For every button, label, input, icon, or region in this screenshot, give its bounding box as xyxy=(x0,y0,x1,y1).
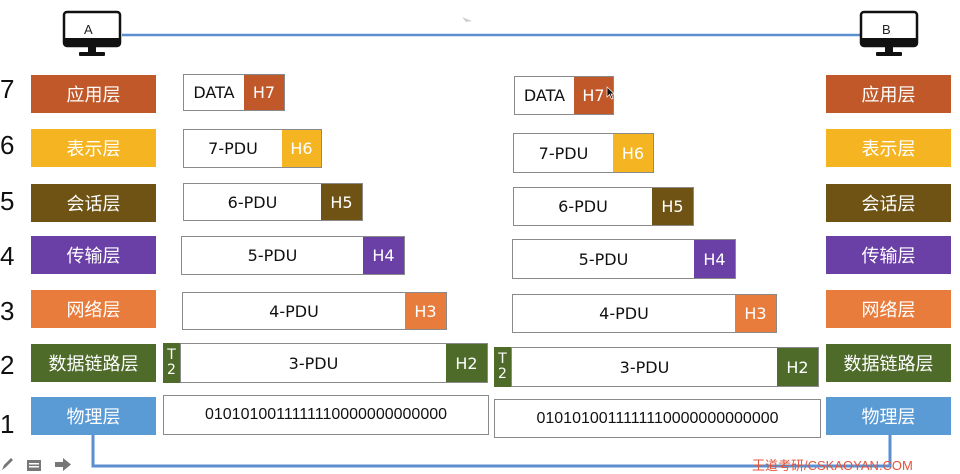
arrow-right-icon[interactable] xyxy=(54,458,72,471)
pdu-body: 5-PDU xyxy=(578,249,629,269)
pdu-body: 7-PDU xyxy=(208,139,258,158)
pdu-body: 4-PDU xyxy=(269,301,319,321)
pdu-header-h6: H6 xyxy=(613,134,653,172)
left-pdu-7: DATA H7 xyxy=(183,74,285,111)
trailer-letter: T xyxy=(167,346,176,363)
computer-icon xyxy=(859,10,919,56)
pdu-header-h2: H2 xyxy=(446,344,487,382)
trailer-digit: 2 xyxy=(498,366,507,382)
pdu-header-h2: H2 xyxy=(777,348,818,386)
pdu-body: DATA xyxy=(193,83,235,102)
left-layer-network: 网络层 xyxy=(31,290,156,328)
left-bitstream: 0101010011111110000000000000 xyxy=(163,395,489,435)
right-pdu-2: 3-PDU H2 xyxy=(511,347,819,387)
right-pdu-3: 4-PDU H3 xyxy=(512,294,777,333)
layer-number-6: 6 xyxy=(0,130,15,160)
layer-number-3: 3 xyxy=(0,296,15,326)
pen-icon[interactable] xyxy=(0,456,14,471)
pdu-body: 5-PDU xyxy=(247,246,298,265)
pdu-header-h5: H5 xyxy=(652,188,693,225)
host-a-label: A xyxy=(84,22,93,37)
right-layer-transport: 传输层 xyxy=(826,236,951,274)
left-pdu-2: 3-PDU H2 xyxy=(180,343,488,383)
right-pdu-6: 7-PDU H6 xyxy=(513,133,654,173)
pdu-body: 3-PDU xyxy=(619,357,670,377)
cursor-mark xyxy=(462,17,472,22)
left-layer-session: 会话层 xyxy=(31,184,156,222)
page-icon[interactable] xyxy=(26,459,42,471)
right-trailer-t2: T 2 xyxy=(494,347,511,387)
host-b-label: B xyxy=(882,22,891,37)
computer-icon xyxy=(62,10,122,56)
host-b: B xyxy=(859,10,919,58)
watermark: 王道考研/CSKAOYAN.COM xyxy=(752,458,913,473)
left-pdu-6: 7-PDU H6 xyxy=(183,129,322,168)
pdu-body: 6-PDU xyxy=(558,197,608,216)
mouse-cursor-icon xyxy=(606,86,616,100)
pdu-body: 3-PDU xyxy=(288,353,339,373)
pdu-header-h5: H5 xyxy=(321,184,362,220)
left-layer-application: 应用层 xyxy=(31,75,156,113)
left-layer-transport: 传输层 xyxy=(31,236,156,274)
pdu-header-h7: H7 xyxy=(574,77,613,114)
pdu-header-h4: H4 xyxy=(694,240,735,278)
right-layer-network: 网络层 xyxy=(826,290,951,328)
left-layer-presentation: 表示层 xyxy=(31,129,156,167)
left-layer-physical: 物理层 xyxy=(31,397,156,435)
right-layer-physical: 物理层 xyxy=(826,397,951,435)
trailer-digit: 2 xyxy=(167,362,176,378)
layer-number-1: 1 xyxy=(0,409,15,439)
right-layer-application: 应用层 xyxy=(826,75,951,113)
pdu-header-h4: H4 xyxy=(363,237,404,274)
pdu-header-h6: H6 xyxy=(282,130,321,167)
right-layer-session: 会话层 xyxy=(826,184,951,222)
layer-number-4: 4 xyxy=(0,241,15,271)
pdu-header-h3: H3 xyxy=(405,293,446,329)
host-a: A xyxy=(62,10,122,58)
pdu-body: 7-PDU xyxy=(538,143,589,163)
pdu-body: 4-PDU xyxy=(599,304,649,323)
right-pdu-4: 5-PDU H4 xyxy=(512,239,736,279)
left-pdu-4: 5-PDU H4 xyxy=(181,236,405,275)
pdu-header-h3: H3 xyxy=(735,295,776,332)
trailer-letter: T xyxy=(498,350,507,367)
right-pdu-7: DATA H7 xyxy=(514,76,614,115)
right-layer-datalink: 数据链路层 xyxy=(826,344,951,382)
right-layer-presentation: 表示层 xyxy=(826,129,951,167)
pdu-body: 6-PDU xyxy=(227,192,278,212)
left-trailer-t2: T 2 xyxy=(163,343,180,383)
layer-number-5: 5 xyxy=(0,186,15,216)
right-bitstream: 0101010011111110000000000000 xyxy=(494,399,821,438)
left-pdu-3: 4-PDU H3 xyxy=(182,292,447,330)
pdu-header-h7: H7 xyxy=(244,75,284,110)
bottom-link-line xyxy=(91,434,892,468)
left-layer-datalink: 数据链路层 xyxy=(31,344,156,382)
layer-number-7: 7 xyxy=(0,74,15,104)
left-pdu-5: 6-PDU H5 xyxy=(183,183,363,221)
right-pdu-5: 6-PDU H5 xyxy=(513,187,694,226)
layer-number-2: 2 xyxy=(0,350,15,380)
pdu-body: DATA xyxy=(523,86,566,105)
